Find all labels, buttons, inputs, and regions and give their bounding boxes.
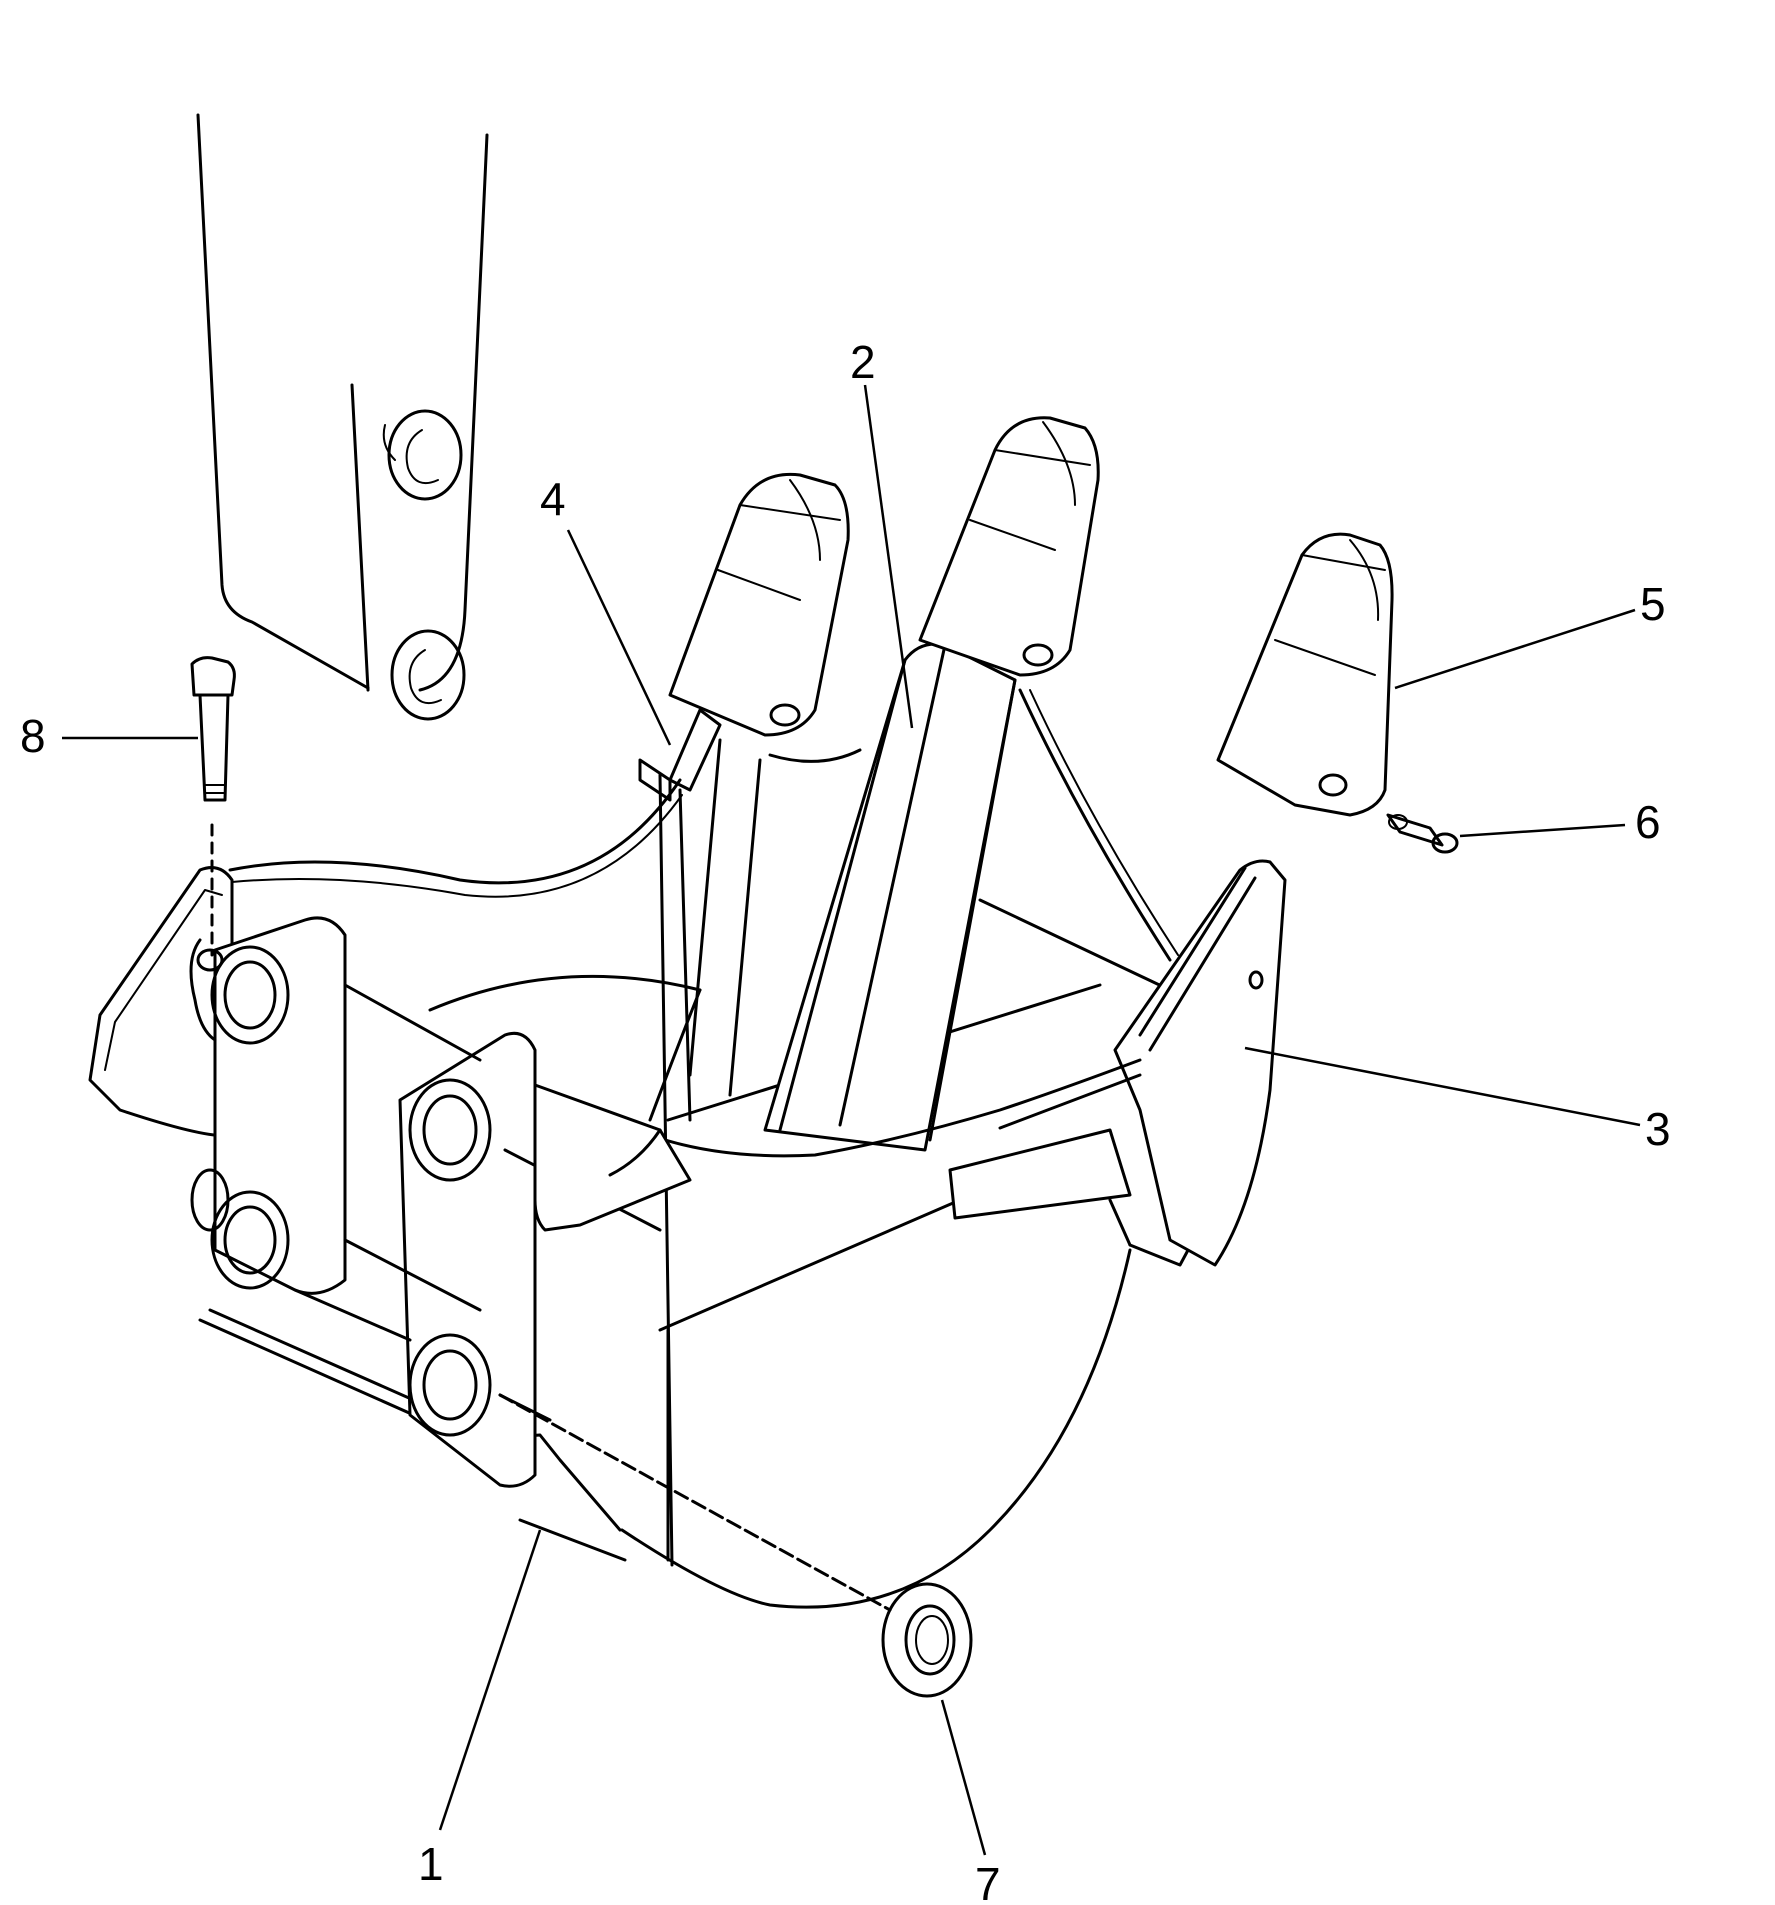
callout-labels: 1 2 3 4 5 6 7 8 (20, 336, 1671, 1905)
callout-7: 7 (975, 1858, 1001, 1905)
ripper-bucket-body (228, 688, 1217, 1609)
callout-5: 5 (1640, 578, 1666, 630)
callout-4: 4 (540, 473, 566, 525)
washer (498, 1393, 973, 1698)
callout-1: 1 (418, 1838, 444, 1890)
tooth-center (918, 416, 1100, 677)
lug-bracket (533, 1083, 692, 1232)
callout-3: 3 (1645, 1103, 1671, 1155)
side-plate (648, 859, 1287, 1267)
callout-6: 6 (1635, 796, 1661, 848)
callout-2: 2 (850, 336, 876, 388)
arm-outline (196, 113, 489, 721)
tooth-left (668, 472, 850, 737)
tooth-pin (1386, 813, 1459, 854)
center-shank (763, 642, 1017, 1152)
leader-lines (62, 384, 1641, 1856)
pin-boss-assembly (88, 866, 662, 1532)
bolt (190, 656, 236, 957)
left-shank (638, 708, 862, 1097)
callout-8: 8 (20, 710, 46, 762)
tooth-loose (1216, 532, 1394, 817)
